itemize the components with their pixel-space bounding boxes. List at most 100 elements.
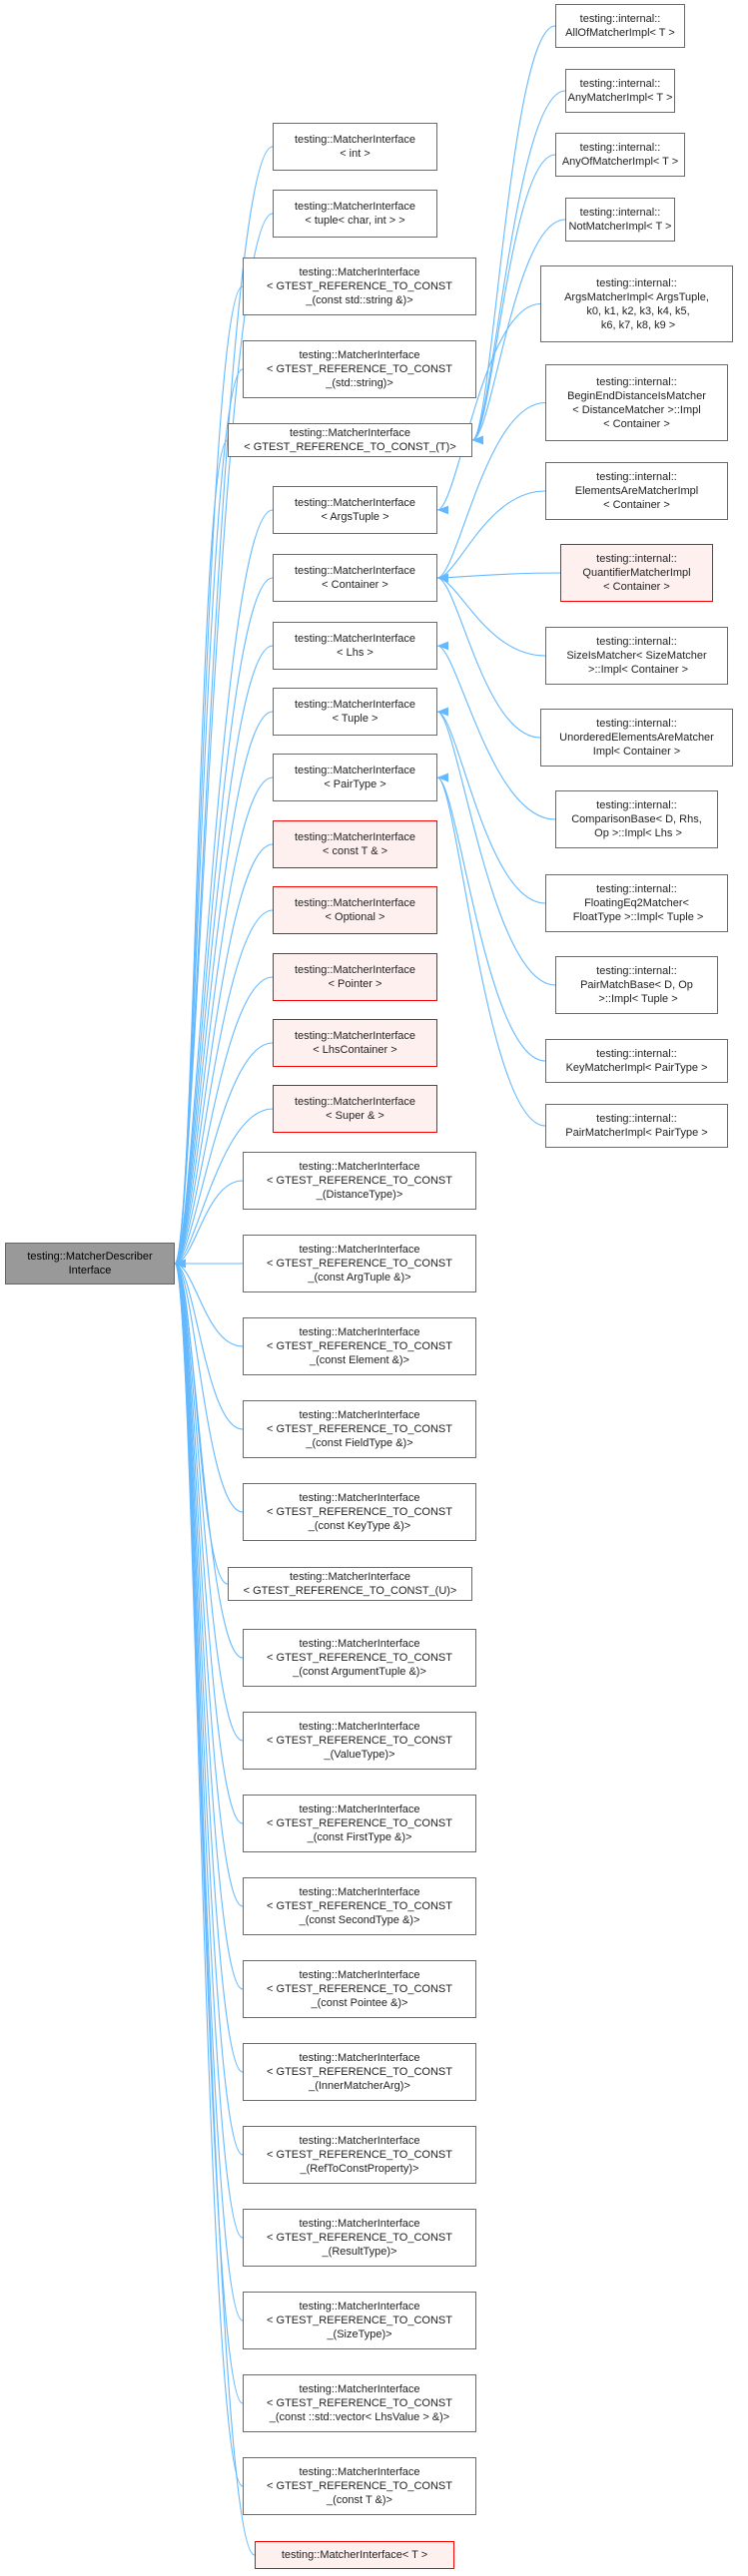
class-node-label-line: testing::internal:: <box>579 207 661 219</box>
class-node-label-line: testing::MatcherInterface <box>299 1161 420 1173</box>
edge-mi_super-to-root <box>174 1108 274 1269</box>
class-node-mi-tuple-char-int[interactable]: testing::MatcherInterface< tuple< char, … <box>273 190 437 238</box>
class-node-sizeis[interactable]: testing::internal::SizeIsMatcher< SizeMa… <box>545 627 728 685</box>
class-node-label-line: FloatingEq2Matcher< <box>584 897 689 909</box>
class-node-label-line: < LhsContainer > <box>313 1044 397 1056</box>
class-node-label-line: QuantifierMatcherImpl <box>582 567 691 579</box>
class-node-label-line: < Tuple > <box>332 713 378 725</box>
class-node-label-line: _(InnerMatcherArg)> <box>309 2080 410 2092</box>
class-node-mi-pointer[interactable]: testing::MatcherInterface< Pointer > <box>273 953 437 1001</box>
class-node-mi-resulttype[interactable]: testing::MatcherInterface< GTEST_REFEREN… <box>243 2209 476 2267</box>
class-node-mi-tuple[interactable]: testing::MatcherInterface< Tuple > <box>273 688 437 736</box>
edge-allof-to-mi_T <box>471 25 556 445</box>
class-node-quantifier[interactable]: testing::internal::QuantifierMatcherImpl… <box>560 544 713 602</box>
class-node-label-line: testing::MatcherInterface <box>294 1030 416 1042</box>
class-node-mi-std-string[interactable]: testing::MatcherInterface< GTEST_REFEREN… <box>243 340 476 398</box>
class-node-mi-valuetype[interactable]: testing::MatcherInterface< GTEST_REFEREN… <box>243 1712 476 1770</box>
class-node-mi-lhs[interactable]: testing::MatcherInterface< Lhs > <box>273 622 437 670</box>
class-node-mi-container[interactable]: testing::MatcherInterface< Container > <box>273 554 437 602</box>
class-node-label-line: < GTEST_REFERENCE_TO_CONST <box>267 1175 452 1187</box>
class-node-label-line: KeyMatcherImpl< PairType > <box>565 1062 708 1074</box>
class-node-floateq2[interactable]: testing::internal::FloatingEq2Matcher< F… <box>545 874 728 932</box>
class-node-label-line: < GTEST_REFERENCE_TO_CONST <box>267 1506 452 1518</box>
class-node-label-line: < GTEST_REFERENCE_TO_CONST_(T)> <box>244 441 456 453</box>
class-node-label-line: FloatType >::Impl< Tuple > <box>569 911 704 923</box>
class-node-mi-lhsvalue-vector[interactable]: testing::MatcherInterface< GTEST_REFEREN… <box>243 2374 476 2432</box>
class-node-mi-int[interactable]: testing::MatcherInterface< int > <box>273 123 437 171</box>
class-node-label-line: k6, k7, k8, k9 > <box>597 318 676 331</box>
class-node-label-line: _(const FieldType &)> <box>306 1437 413 1449</box>
class-node-mi-T[interactable]: testing::MatcherInterface< GTEST_REFEREN… <box>228 423 472 457</box>
class-node-mi-const-T-ref[interactable]: testing::MatcherInterface< const T & > <box>273 820 437 868</box>
class-node-label-line: testing::MatcherInterface <box>294 831 416 843</box>
class-node-elementsare[interactable]: testing::internal::ElementsAreMatcherImp… <box>545 462 728 520</box>
class-node-mi-optional[interactable]: testing::MatcherInterface< Optional > <box>273 886 437 934</box>
class-node-label-line: AnyMatcherImpl< T > <box>567 92 673 104</box>
class-node-mi-innermatcherarg[interactable]: testing::MatcherInterface< GTEST_REFEREN… <box>243 2043 476 2101</box>
edge-args-to-mi_argstuple <box>436 302 541 515</box>
class-node-label-line: < GTEST_REFERENCE_TO_CONST <box>267 2480 452 2492</box>
class-node-mi-reftoconstproperty[interactable]: testing::MatcherInterface< GTEST_REFEREN… <box>243 2126 476 2184</box>
class-node-mi-T-plain[interactable]: testing::MatcherInterface< T > <box>255 2541 454 2569</box>
class-node-pairmatcher[interactable]: testing::internal::PairMatcherImpl< Pair… <box>545 1104 728 1148</box>
class-node-label-line: testing::MatcherInterface <box>299 2301 420 2313</box>
class-node-mi-argstuple[interactable]: testing::MatcherInterface< ArgsTuple > <box>273 486 437 534</box>
class-node-label-line: Op >::Impl< Lhs > <box>591 827 682 839</box>
class-node-args[interactable]: testing::internal::ArgsMatcherImpl< Args… <box>540 265 733 342</box>
class-node-mi-distancetype[interactable]: testing::MatcherInterface< GTEST_REFEREN… <box>243 1152 476 1210</box>
class-node-mi-U[interactable]: testing::MatcherInterface< GTEST_REFEREN… <box>228 1567 472 1601</box>
class-node-keymatcher[interactable]: testing::internal::KeyMatcherImpl< PairT… <box>545 1039 728 1083</box>
class-node-comparison[interactable]: testing::internal::ComparisonBase< D, Rh… <box>555 790 718 848</box>
class-node-label-line: < GTEST_REFERENCE_TO_CONST <box>267 2232 452 2244</box>
class-node-label-line: < GTEST_REFERENCE_TO_CONST <box>267 2066 452 2078</box>
class-node-beginend[interactable]: testing::internal::BeginEndDistanceIsMat… <box>545 364 728 441</box>
class-node-mi-const-std-string[interactable]: testing::MatcherInterface< GTEST_REFEREN… <box>243 258 476 315</box>
class-node-label-line: testing::MatcherInterface <box>289 427 411 439</box>
class-node-label-line: < Super & > <box>326 1110 384 1122</box>
class-node-label-line: testing::MatcherInterface <box>294 134 416 146</box>
class-node-unordered[interactable]: testing::internal::UnorderedElementsAreM… <box>540 709 733 767</box>
class-node-mi-secondtype[interactable]: testing::MatcherInterface< GTEST_REFEREN… <box>243 1877 476 1935</box>
class-node-label-line: < Container > <box>603 499 670 511</box>
class-node-mi-lhscontainer[interactable]: testing::MatcherInterface< LhsContainer … <box>273 1019 437 1067</box>
class-node-mi-pointee[interactable]: testing::MatcherInterface< GTEST_REFEREN… <box>243 1960 476 2018</box>
class-node-label-line: AllOfMatcherImpl< T > <box>565 27 675 39</box>
class-node-label-line: _(const ArgumentTuple &)> <box>293 1666 426 1678</box>
edge-mi_pairtype-to-root <box>174 776 274 1269</box>
class-node-pairmatchbase[interactable]: testing::internal::PairMatchBase< D, Op … <box>555 956 718 1014</box>
class-node-label-line: _(const T &)> <box>327 2494 392 2506</box>
class-node-label-line: testing::internal:: <box>596 1048 677 1060</box>
class-node-mi-keytype[interactable]: testing::MatcherInterface< GTEST_REFEREN… <box>243 1483 476 1541</box>
class-node-label-line: < GTEST_REFERENCE_TO_CONST <box>267 2397 452 2409</box>
edge-sizeis-to-mi_container <box>436 573 546 657</box>
class-node-mi-super[interactable]: testing::MatcherInterface< Super & > <box>273 1085 437 1133</box>
class-node-label-line: PairMatcherImpl< PairType > <box>565 1127 708 1139</box>
class-node-label-line: < GTEST_REFERENCE_TO_CONST <box>267 1900 452 1912</box>
class-node-not[interactable]: testing::internal::NotMatcherImpl< T > <box>565 198 675 242</box>
class-node-label-line: _(std::string)> <box>326 377 393 389</box>
class-node-mi-firsttype[interactable]: testing::MatcherInterface< GTEST_REFEREN… <box>243 1795 476 1852</box>
class-node-mi-const-T[interactable]: testing::MatcherInterface< GTEST_REFEREN… <box>243 2457 476 2515</box>
class-node-label-line: < ArgsTuple > <box>321 511 389 523</box>
class-node-mi-element[interactable]: testing::MatcherInterface< GTEST_REFEREN… <box>243 1317 476 1375</box>
class-node-label-line: UnorderedElementsAreMatcher <box>559 732 714 744</box>
class-node-label-line: < GTEST_REFERENCE_TO_CONST <box>267 1817 452 1829</box>
class-node-label-line: _(const SecondType &)> <box>299 1914 420 1926</box>
class-node-mi-argumenttuple[interactable]: testing::MatcherInterface< GTEST_REFEREN… <box>243 1629 476 1687</box>
class-node-mi-sizetype[interactable]: testing::MatcherInterface< GTEST_REFEREN… <box>243 2292 476 2349</box>
class-node-any[interactable]: testing::internal::AnyMatcherImpl< T > <box>565 69 675 113</box>
class-node-allof[interactable]: testing::internal::AllOfMatcherImpl< T > <box>555 4 685 48</box>
class-node-label-line: _(DistanceType)> <box>316 1189 403 1201</box>
class-node-mi-argtuple[interactable]: testing::MatcherInterface< GTEST_REFEREN… <box>243 1235 476 1292</box>
class-node-label-line: testing::MatcherInterface <box>299 266 420 278</box>
class-node-label-line: testing::MatcherInterface <box>289 1571 411 1583</box>
class-node-label-line: ComparisonBase< D, Rhs, <box>571 813 702 825</box>
class-node-mi-fieldtype[interactable]: testing::MatcherInterface< GTEST_REFEREN… <box>243 1400 476 1458</box>
class-node-anyof[interactable]: testing::internal::AnyOfMatcherImpl< T > <box>555 133 685 177</box>
edge-mi_pointer-to-root <box>174 976 274 1269</box>
class-node-label-line: testing::MatcherInterface <box>299 1886 420 1898</box>
class-node-label-line: < GTEST_REFERENCE_TO_CONST <box>267 1983 452 1995</box>
edge-mi_tuple-to-root <box>174 711 274 1269</box>
class-node-mi-pairtype[interactable]: testing::MatcherInterface< PairType > <box>273 754 437 801</box>
